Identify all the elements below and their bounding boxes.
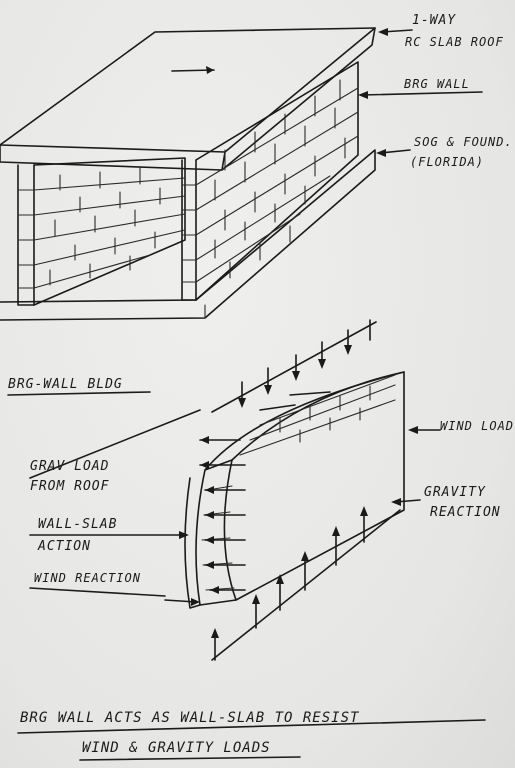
gravity-reaction-label-line2: REACTION (430, 505, 501, 520)
caption-underline-1 (17, 719, 486, 734)
caption-line2: WIND & GRAVITY LOADS (82, 740, 271, 756)
building-sketch (0, 27, 483, 396)
left-pier (17, 164, 35, 306)
bearing-wall (195, 61, 359, 301)
foundation-label-line1: SOG & FOUND. (414, 135, 513, 149)
gravity-arrows-top (238, 319, 371, 408)
wind-load-label: WIND LOAD (440, 419, 514, 433)
foundation-label-line2: (FLORIDA) (410, 155, 484, 169)
grav-load-label-line1: GRAV LOAD (30, 459, 109, 474)
wind-load-arrows (199, 391, 331, 594)
base-line (211, 509, 401, 661)
building-label: BRG-WALL BLDG (8, 377, 123, 392)
wind-reaction-label: WIND REACTION (34, 571, 141, 585)
grav-load-leader (29, 409, 201, 479)
gravity-reaction-arrows (211, 506, 368, 661)
wall-label: BRG WALL (404, 77, 470, 91)
roof-label-line1: 1-WAY (412, 13, 456, 28)
wall-slab-sketch (29, 319, 441, 661)
roof-label-line2: RC SLAB ROOF (405, 35, 504, 49)
roof-load-plane (211, 321, 377, 413)
gravity-reaction-label-line1: GRAVITY (424, 485, 486, 500)
wallslab-label-line2: ACTION (37, 539, 91, 554)
wallslab-label-line1: WALL-SLAB (38, 517, 117, 532)
caption-line1: BRG WALL ACTS AS WALL-SLAB TO RESIST (20, 710, 360, 726)
grav-load-label-line2: FROM ROOF (30, 479, 110, 494)
wind-reaction-leader (29, 587, 166, 597)
caption-underline-2 (79, 756, 301, 761)
wall-leader (361, 91, 483, 96)
foundation (0, 149, 376, 321)
